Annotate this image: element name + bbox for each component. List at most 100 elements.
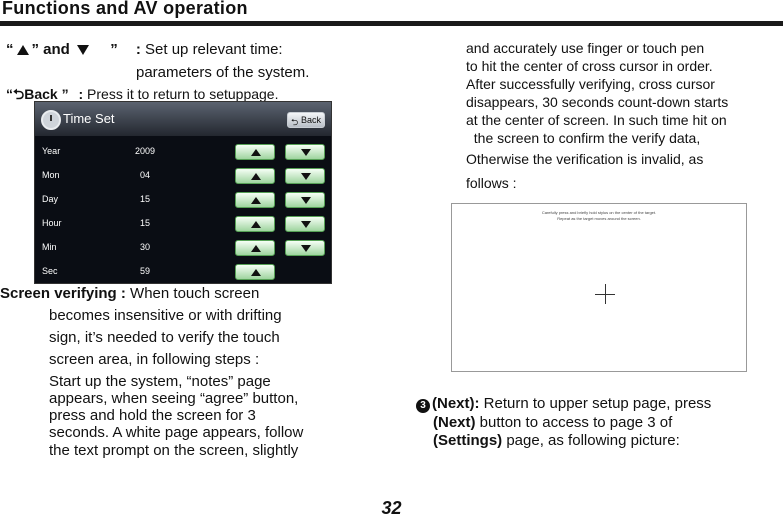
row-value: 15 bbox=[139, 194, 150, 204]
colon: : bbox=[78, 86, 84, 102]
row-label: Day bbox=[42, 194, 59, 204]
row-label: Sec bbox=[42, 266, 58, 276]
down-arrow-icon bbox=[301, 173, 311, 180]
back-arrow-icon: ⮌ bbox=[291, 117, 299, 127]
right-line-3: disappears, 30 seconds count-down starts bbox=[466, 94, 729, 110]
right-line-2: After successfully verifying, cross curs… bbox=[466, 76, 715, 92]
quote-close: ” bbox=[61, 86, 69, 102]
time-row-hour: Hour 15 bbox=[35, 212, 331, 236]
quote-close: ” bbox=[31, 41, 40, 58]
up-arrow-icon bbox=[251, 149, 261, 156]
right-line-4: at the center of screen. In such time hi… bbox=[466, 112, 727, 128]
verify-line-0: Screen verifying : When touch screen bbox=[0, 285, 259, 302]
page-title: Functions and AV operation bbox=[2, 0, 248, 18]
calibration-screen: Carefully press and briefly hold stylus … bbox=[451, 203, 747, 372]
updown-description: “ ” and ” : Set up relevant time: bbox=[6, 41, 283, 58]
verify-line-1: becomes insensitive or with drifting bbox=[49, 307, 282, 324]
header-rule bbox=[0, 21, 783, 26]
verify-line-5: appears, when seeing “agree” button, bbox=[49, 390, 299, 407]
increase-button[interactable] bbox=[235, 264, 275, 280]
decrease-button[interactable] bbox=[285, 240, 325, 256]
up-arrow-icon bbox=[251, 269, 261, 276]
up-arrow-icon bbox=[251, 197, 261, 204]
updown-text-2: parameters of the system. bbox=[136, 64, 310, 81]
verify-line-6: press and hold the screen for 3 bbox=[49, 407, 256, 424]
back-button-label: Back bbox=[300, 115, 321, 125]
down-arrow-icon bbox=[301, 245, 311, 252]
back-label: Back bbox=[24, 86, 58, 102]
down-arrow-icon bbox=[301, 221, 311, 228]
verify-line-2: sign, it’s needed to verify the touch bbox=[49, 329, 280, 346]
increase-button[interactable] bbox=[235, 192, 275, 208]
row-label: Year bbox=[42, 146, 61, 156]
up-arrow-icon bbox=[251, 245, 261, 252]
time-row-mon: Mon 04 bbox=[35, 164, 331, 188]
verify-line-8: the text prompt on the screen, slightly bbox=[49, 442, 299, 459]
increase-button[interactable] bbox=[235, 168, 275, 184]
time-row-day: Day 15 bbox=[35, 188, 331, 212]
verify-heading: Screen verifying : bbox=[0, 285, 126, 302]
row-label: Hour bbox=[42, 218, 62, 228]
verify-line-3: screen area, in following steps : bbox=[49, 351, 260, 368]
row-label: Mon bbox=[42, 170, 60, 180]
next-line-2: (Next) button to access to page 3 of bbox=[433, 414, 672, 431]
calibration-instruction-2: Repeat as the target moves around the sc… bbox=[557, 216, 641, 221]
increase-button[interactable] bbox=[235, 240, 275, 256]
verify-line-4: Start up the system, “notes” page bbox=[49, 373, 271, 390]
back-text: Press it to return to setuppage. bbox=[87, 86, 279, 102]
updown-text-1: Set up relevant time: bbox=[145, 41, 283, 58]
decrease-button[interactable] bbox=[285, 144, 325, 160]
row-value: 15 bbox=[139, 218, 150, 228]
time-set-title-bar: Time Set ⮌Back bbox=[35, 102, 331, 136]
back-description: “⮌Back ” : Press it to return to setuppa… bbox=[6, 86, 278, 103]
row-value: 2009 bbox=[134, 146, 156, 156]
next-text-1: Return to upper setup page, press bbox=[479, 395, 712, 412]
right-line-6: Otherwise the verification is invalid, a… bbox=[466, 151, 704, 167]
time-set-screenshot: Time Set ⮌Back Year 2009 Mon 04 Day 15 H… bbox=[34, 101, 332, 284]
right-line-5: the screen to confirm the verify data, bbox=[466, 130, 701, 146]
time-row-year: Year 2009 bbox=[35, 140, 331, 164]
time-row-min: Min 30 bbox=[35, 236, 331, 260]
row-value: 59 bbox=[139, 266, 150, 276]
down-arrow-icon bbox=[301, 149, 311, 156]
time-set-title: Time Set bbox=[63, 111, 115, 126]
next-text-3: page, as following picture: bbox=[502, 432, 680, 449]
next-label-2: (Next) bbox=[433, 414, 476, 431]
next-line-3: (Settings) page, as following picture: bbox=[433, 432, 680, 449]
up-arrow-icon bbox=[251, 173, 261, 180]
back-button[interactable]: ⮌Back bbox=[287, 112, 325, 128]
quote-open: “ bbox=[6, 41, 14, 58]
row-value: 30 bbox=[139, 242, 150, 252]
calibration-instruction-1: Carefully press and briefly hold stylus … bbox=[541, 210, 657, 215]
quote-open: “ bbox=[6, 86, 13, 102]
and-word: and bbox=[43, 41, 70, 58]
up-arrow-icon bbox=[16, 45, 29, 55]
settings-label: (Settings) bbox=[433, 432, 503, 449]
decrease-button[interactable] bbox=[285, 192, 325, 208]
page-number: 32 bbox=[381, 498, 402, 518]
back-arrow-icon: ⮌ bbox=[13, 86, 25, 102]
step-number-badge: 3 bbox=[416, 399, 430, 413]
increase-button[interactable] bbox=[235, 144, 275, 160]
right-line-7: follows : bbox=[466, 175, 517, 191]
row-label: Min bbox=[42, 242, 57, 252]
row-value: 04 bbox=[139, 170, 150, 180]
next-text-2: button to access to page 3 of bbox=[475, 414, 673, 431]
decrease-button[interactable] bbox=[285, 216, 325, 232]
up-arrow-icon bbox=[251, 221, 261, 228]
clock-icon bbox=[41, 110, 61, 130]
increase-button[interactable] bbox=[235, 216, 275, 232]
colon: : bbox=[135, 41, 141, 58]
verify-text: When touch screen bbox=[125, 285, 260, 302]
down-arrow-icon bbox=[77, 45, 90, 55]
down-arrow-icon bbox=[301, 197, 311, 204]
next-line-1: 3(Next): Return to upper setup page, pre… bbox=[416, 395, 711, 413]
quote-close-2: ” bbox=[110, 41, 118, 58]
right-line-0: and accurately use finger or touch pen bbox=[466, 40, 705, 56]
time-row-sec: Sec 59 bbox=[35, 260, 331, 283]
crosshair-icon-vertical[interactable] bbox=[605, 284, 606, 304]
next-label: (Next): bbox=[432, 395, 480, 412]
verify-line-7: seconds. A white page appears, follow bbox=[49, 424, 304, 441]
right-line-1: to hit the center of cross cursor in ord… bbox=[466, 58, 713, 74]
decrease-button[interactable] bbox=[285, 168, 325, 184]
